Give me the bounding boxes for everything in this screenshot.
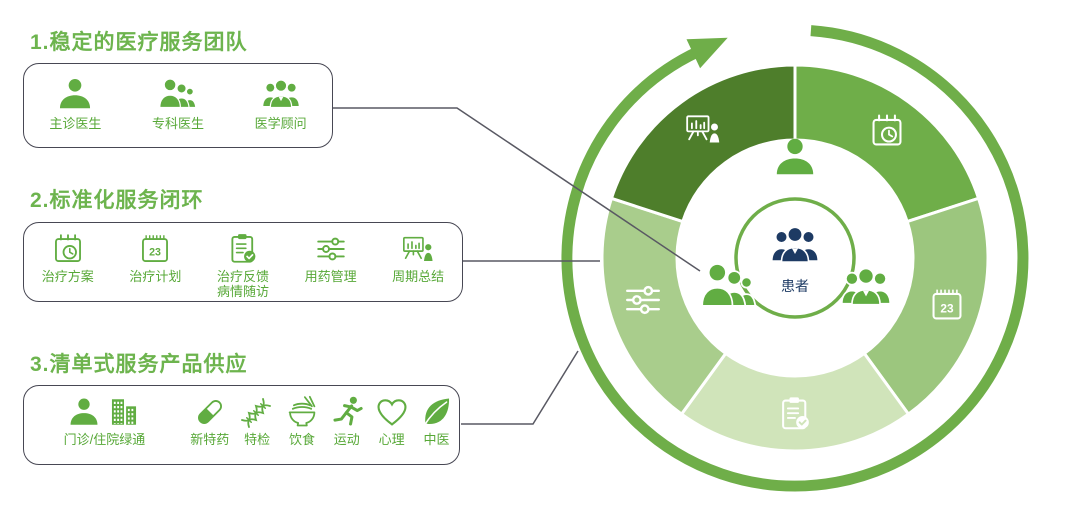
service-item: 医学顾问 [255, 75, 307, 131]
cycle-ring-arrowhead [686, 37, 728, 69]
section-1-box: 主诊医生 专科医生 医学顾问 [23, 63, 333, 148]
service-item-label: 运动 [333, 432, 360, 447]
service-item: 用药管理 [305, 232, 357, 284]
service-item: 特检 [240, 395, 274, 447]
person-group-three-icon [841, 267, 891, 306]
service-item-label-2: 病情随访 [216, 284, 269, 300]
person-icon [776, 138, 814, 175]
person-group-three-icon [262, 75, 300, 113]
patient-label: 患者 [781, 278, 809, 294]
calendar-clock-icon [51, 232, 85, 266]
connector-lines [333, 107, 701, 425]
service-item: 专科医生 [152, 75, 204, 131]
service-item: 运动 [330, 395, 364, 447]
heart-icon [375, 395, 409, 429]
presentation-person-icon [401, 232, 435, 266]
cycle-arrow-ring [561, 25, 1029, 492]
service-item-label: 治疗反馈 [216, 269, 269, 284]
capsule-icon [193, 395, 227, 429]
service-item-label: 特检 [244, 432, 271, 447]
person-icon [56, 75, 94, 113]
section-1-title: 1.稳定的医疗服务团队 [30, 31, 248, 54]
service-item: 周期总结 [392, 232, 444, 284]
clipboard-check-icon [226, 232, 260, 266]
service-item-label: 新特药 [190, 432, 230, 447]
service-loop-donut [600, 63, 990, 453]
service-item: 心理 [375, 395, 409, 447]
service-item-label: 治疗方案 [41, 269, 94, 284]
connector-section-3 [461, 350, 579, 425]
noodle-bowl-icon [285, 395, 319, 429]
sliders-icon [626, 285, 660, 315]
service-item: 主诊医生 [49, 75, 101, 131]
service-item-label: 周期总结 [392, 269, 445, 284]
buildings-icon [107, 395, 141, 429]
service-item-label: 医学顾问 [254, 116, 307, 131]
service-item: 新特药 [190, 395, 229, 447]
cycle-ring-arc [561, 25, 1029, 492]
service-item-label: 治疗计划 [129, 269, 182, 284]
service-item: 治疗反馈 病情随访 [217, 232, 269, 300]
service-item-label: 门诊/住院绿通 [63, 432, 146, 447]
service-item-label: 饮食 [288, 432, 315, 447]
person-icon [67, 395, 101, 429]
service-item-label: 主诊医生 [49, 116, 102, 131]
runner-icon [330, 395, 364, 429]
section-3-title: 3.清单式服务产品供应 [30, 353, 248, 376]
service-item: 治疗方案 [42, 232, 94, 284]
service-item: 饮食 [285, 395, 319, 447]
patient-center: 患者 [734, 197, 856, 319]
connector-section-1 [333, 107, 701, 272]
service-item: 治疗计划 [129, 232, 181, 284]
service-item-label: 中医 [423, 432, 450, 447]
person-group-icon [159, 75, 197, 113]
sliders-icon [314, 232, 348, 266]
section-2-box: 治疗方案 治疗计划 治疗反馈 病情随访 用药管理 周期总结 [23, 222, 463, 302]
service-item-label: 用药管理 [304, 269, 357, 284]
service-item: 中医 [420, 395, 454, 447]
calendar-23-icon [138, 232, 172, 266]
segment-period-summary [609, 63, 797, 224]
dna-icon [240, 395, 274, 429]
service-item: 门诊/住院绿通 [29, 395, 179, 447]
section-3-box: 门诊/住院绿通 新特药 特检 饮食 运动 心理 中医 [23, 385, 460, 465]
service-item-label: 心理 [378, 432, 405, 447]
leaf-icon [420, 395, 454, 429]
section-2-title: 2.标准化服务闭环 [30, 189, 204, 212]
service-item-label: 专科医生 [151, 116, 204, 131]
